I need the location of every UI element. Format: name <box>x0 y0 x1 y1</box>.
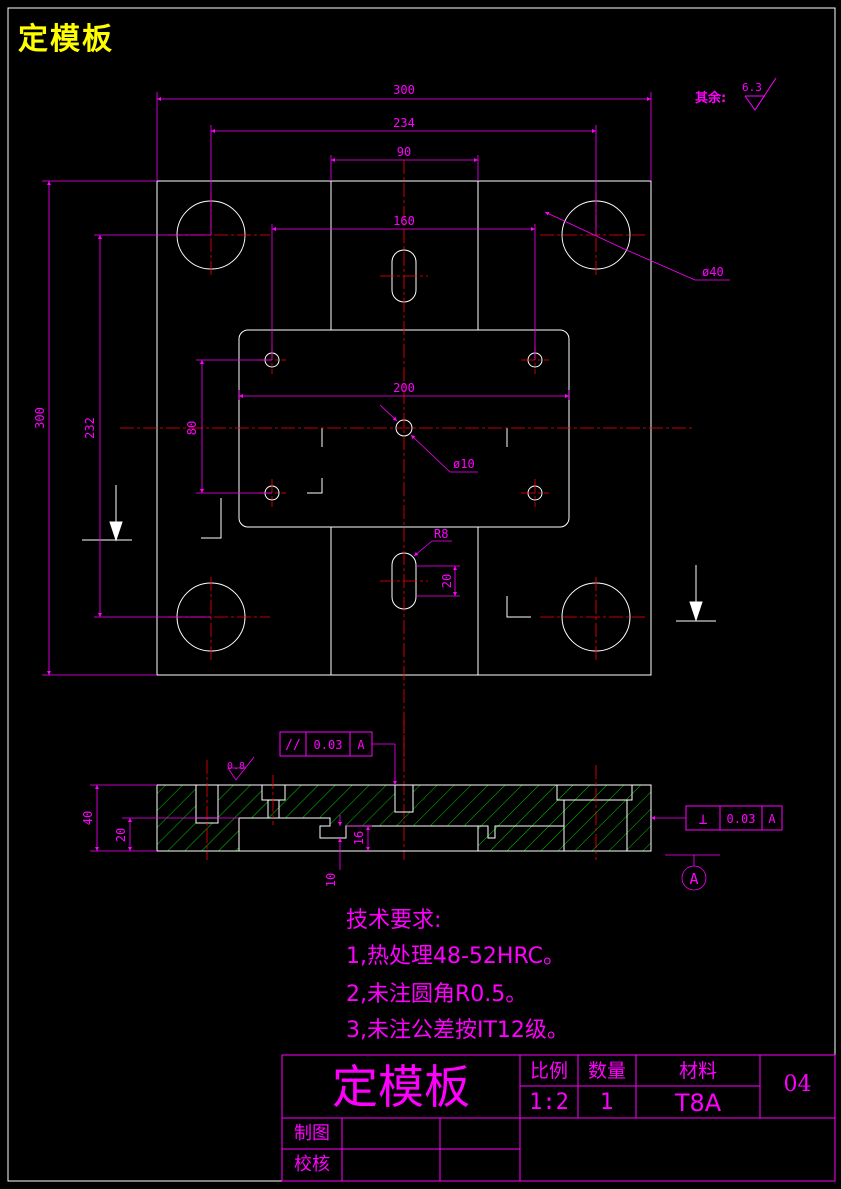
dim-80: 80 <box>185 421 199 435</box>
dim-dia-40: ø40 <box>702 265 724 279</box>
title-block-lines <box>281 1054 836 1182</box>
parallelism-frame <box>279 731 373 757</box>
sheet-title: 定模板 <box>18 22 114 57</box>
drawing-number: 04 <box>783 1072 812 1097</box>
dim-20-step: 20 <box>114 828 128 842</box>
roughness-value: 6.3 <box>742 81 762 94</box>
plan-dimension-text: 300 234 90 160 200 300 232 80 ø40 ø10 R8… <box>33 83 724 588</box>
dim-200: 200 <box>393 381 415 395</box>
dim-300-height: 300 <box>33 407 47 429</box>
dim-dia-10: ø10 <box>453 457 475 471</box>
dim-20-slot: 20 <box>440 574 454 588</box>
material-value: T8A <box>674 1089 722 1117</box>
tech-requirement-3: 3,未注公差按IT12级。 <box>346 1018 569 1043</box>
plan-centerlines <box>120 160 693 860</box>
dim-40-thick: 40 <box>81 811 95 825</box>
quantity-label: 数量 <box>587 1060 626 1082</box>
insert-pocket <box>238 329 570 528</box>
drawn-by-label: 制图 <box>294 1123 330 1144</box>
roughness-08: 0.8 <box>227 761 245 772</box>
tech-requirement-2: 2,未注圆角R0.5。 <box>346 982 528 1007</box>
quantity-value: 1 <box>600 1090 614 1115</box>
dim-300-width: 300 <box>393 83 415 97</box>
parallel-tolerance: 0.03 <box>314 738 343 752</box>
section-text: // 0.03 A ⊥ 0.03 A A 0.8 40 20 16 10 <box>81 738 776 888</box>
checked-by-label: 校核 <box>294 1154 330 1175</box>
tech-requirements-title: 技术要求: <box>346 908 442 933</box>
dim-234: 234 <box>393 116 415 130</box>
section-hatch <box>157 785 651 851</box>
scale-value: 1:2 <box>529 1090 569 1115</box>
perp-symbol: ⊥ <box>698 810 707 828</box>
roughness-note: 其余: 6.3 <box>695 77 777 111</box>
plan-dimensions <box>42 92 730 676</box>
dim-232: 232 <box>83 417 97 439</box>
parallel-datum: A <box>357 738 365 752</box>
material-label: 材料 <box>678 1060 717 1082</box>
tech-requirement-1: 1,热处理48-52HRC。 <box>346 944 566 969</box>
perpendicularity-frame <box>685 805 783 831</box>
title-block-part-name: 定模板 <box>332 1060 470 1114</box>
perp-datum: A <box>768 812 776 826</box>
dim-10: 10 <box>324 873 338 887</box>
section-arrows <box>82 485 716 622</box>
scale-label: 比例 <box>529 1060 568 1082</box>
datum-label: A <box>689 870 698 888</box>
dim-16: 16 <box>352 831 366 845</box>
dim-160: 160 <box>393 214 415 228</box>
parallel-symbol: // <box>285 738 301 753</box>
roughness-prefix: 其余: <box>695 90 726 106</box>
section-dimensions <box>90 743 720 891</box>
perp-tolerance: 0.03 <box>727 812 756 826</box>
dim-90: 90 <box>397 145 411 159</box>
dim-r8: R8 <box>434 527 448 541</box>
